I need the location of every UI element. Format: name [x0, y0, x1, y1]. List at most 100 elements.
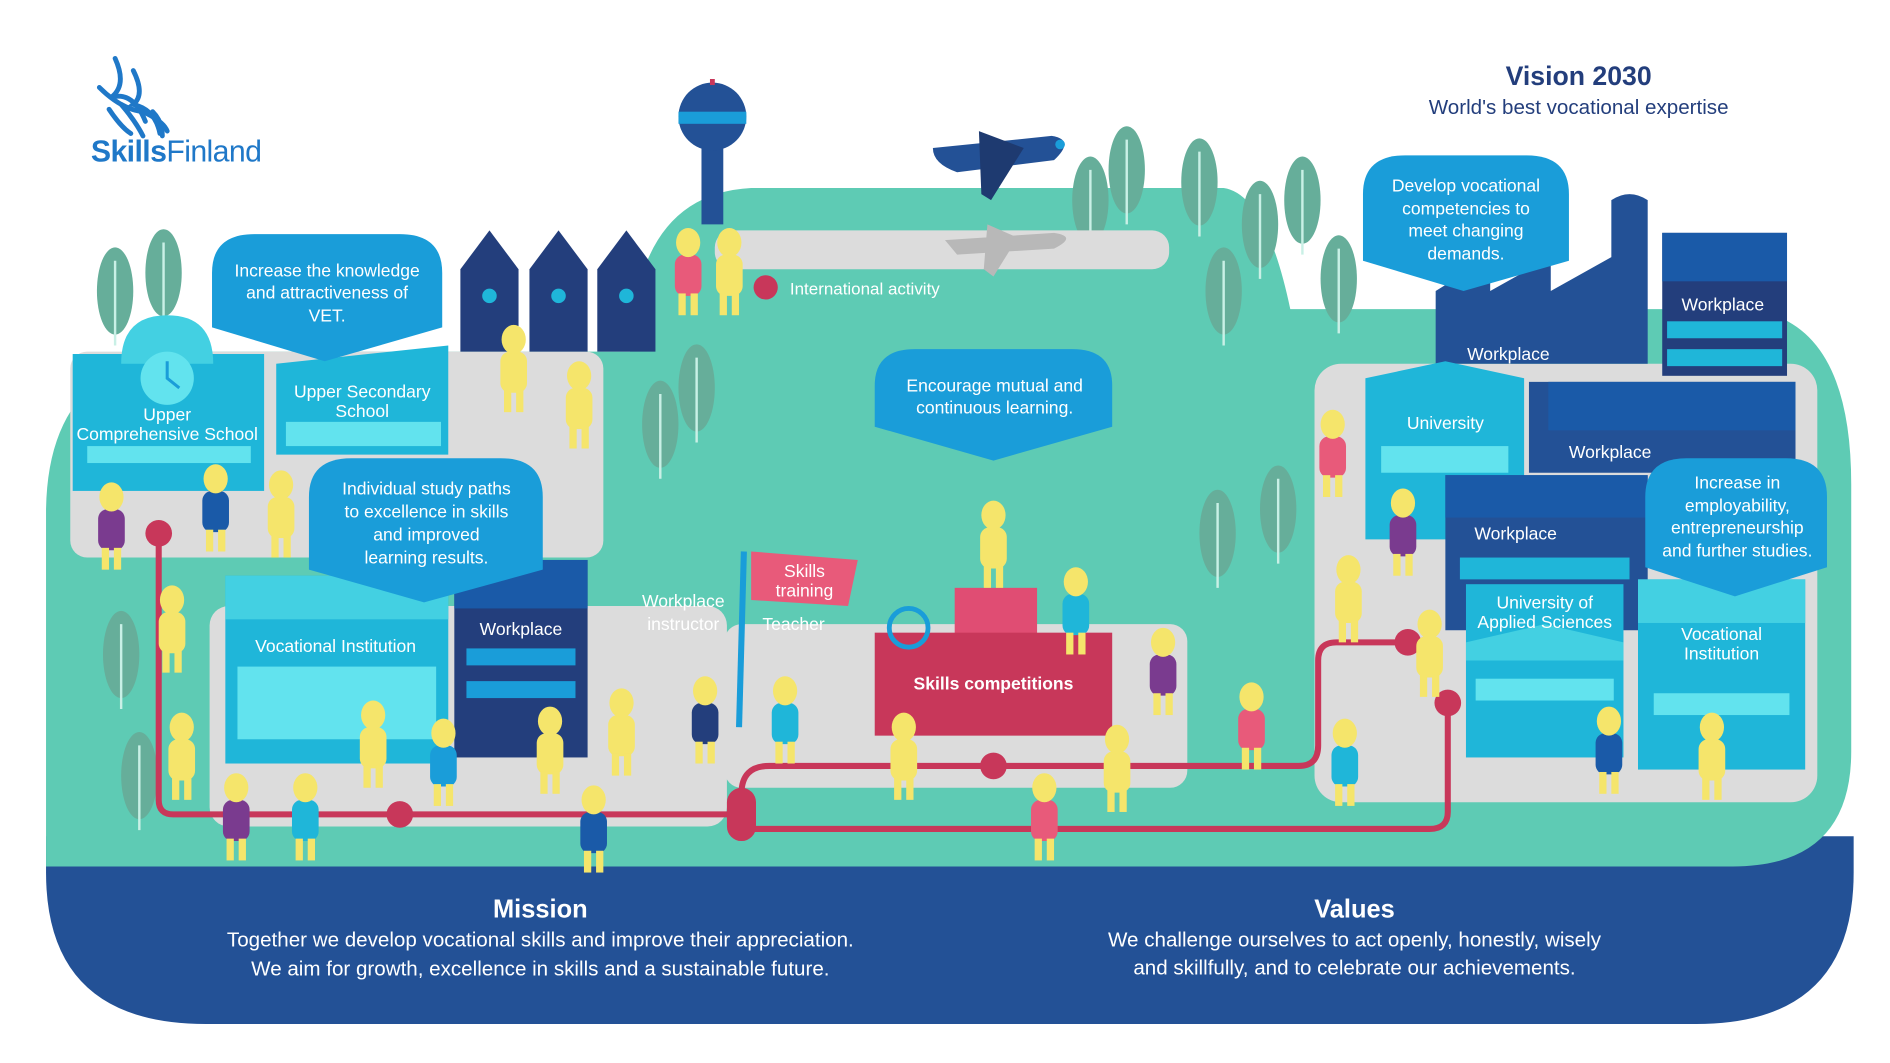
- logo-text-skills: Skills: [91, 135, 166, 168]
- person-figure: [1062, 567, 1090, 655]
- workplace-mid: Workplace: [1528, 381, 1796, 473]
- people: [98, 228, 1726, 873]
- bubble-competencies-line: competencies to: [1402, 199, 1530, 219]
- person-figure: [158, 585, 186, 673]
- tree-icon: [96, 247, 134, 346]
- tree-icon: [102, 610, 140, 709]
- person-figure: [1319, 409, 1347, 497]
- tree-icon: [1241, 180, 1279, 279]
- bubble-vet: Increase the knowledge and attractivenes…: [212, 234, 443, 362]
- upper-comprehensive-school: Upper Comprehensive School: [72, 315, 265, 491]
- person-figure: [267, 470, 295, 558]
- label-secondary-1: Upper Secondary: [294, 382, 431, 402]
- label-workplace-instructor-1: Workplace: [642, 591, 725, 611]
- label-workplace-low: Workplace: [1474, 523, 1557, 543]
- logo-text-finland: Finland: [166, 135, 261, 168]
- bubble-employability-line: entrepreneurship: [1671, 517, 1804, 537]
- vocational-institution-left: Vocational Institution: [225, 575, 449, 764]
- person-figure: [1595, 706, 1623, 794]
- bubble-vet-line: and attractiveness of: [246, 282, 408, 302]
- person-figure: [1238, 682, 1265, 770]
- tree-icon: [1205, 247, 1242, 346]
- person-figure: [1416, 609, 1443, 697]
- label-uas-1: University of: [1496, 592, 1593, 612]
- bubble-employability: Increase in employability, entrepreneurs…: [1645, 458, 1827, 597]
- tree-icon: [1260, 465, 1297, 564]
- skillsfinland-logo: SkillsFinland: [91, 55, 262, 168]
- person-figure: [1335, 555, 1362, 643]
- person-figure: [168, 712, 196, 800]
- person-figure: [691, 676, 719, 764]
- tree-icon: [145, 229, 182, 328]
- person-figure: [430, 718, 457, 806]
- person-figure: [580, 785, 607, 873]
- label-workplace-mid: Workplace: [1569, 442, 1652, 462]
- tree-icon: [678, 344, 715, 443]
- values-title: Values: [1314, 895, 1395, 923]
- person-figure: [1103, 724, 1131, 812]
- bubble-vet-line: Increase the knowledge: [234, 260, 419, 280]
- person-figure: [565, 361, 593, 449]
- learning-path: [155, 533, 1451, 832]
- label-university: University: [1407, 413, 1484, 433]
- person-figure: [202, 464, 229, 552]
- bubble-study-paths-line: to excellence in skills: [345, 502, 509, 522]
- bubble-learning-line: Encourage mutual and: [906, 376, 1083, 396]
- houses: [460, 230, 656, 352]
- path-nodes: [145, 519, 1462, 842]
- airplane-shadow-icon: [945, 224, 1067, 277]
- mission-line: Together we develop vocational skills an…: [227, 928, 854, 951]
- bubble-competencies: Develop vocational competencies to meet …: [1362, 155, 1569, 292]
- bubble-study-paths-line: and improved: [373, 525, 479, 545]
- label-workplace-instructor-2: instructor: [647, 614, 719, 634]
- person-figure: [716, 228, 743, 316]
- airplane-icon: [932, 131, 1065, 201]
- bubble-employability-line: and further studies.: [1662, 540, 1812, 560]
- values-line: We challenge ourselves to act openly, ho…: [1108, 928, 1602, 951]
- bubble-competencies-line: meet changing: [1408, 220, 1523, 240]
- bubble-study-paths: Individual study paths to excellence in …: [308, 458, 543, 603]
- bubble-employability-line: Increase in: [1694, 472, 1780, 492]
- workplace-left: Workplace: [454, 559, 588, 758]
- bubble-competencies-line: demands.: [1427, 244, 1504, 264]
- tree-icon: [1199, 489, 1236, 588]
- tree-icon: [121, 732, 158, 831]
- person-figure: [359, 700, 387, 788]
- vocational-institution-right: Vocational Institution: [1638, 579, 1806, 770]
- tree-icon: [1284, 156, 1321, 255]
- label-uas-2: Applied Sciences: [1477, 612, 1612, 632]
- tree-icon: [1108, 126, 1145, 225]
- values-line: and skillfully, and to celebrate our ach…: [1133, 956, 1575, 979]
- label-skills-training-1: Skills: [784, 561, 825, 581]
- logo-swoosh-icon: [96, 55, 170, 139]
- label-skills-training-2: training: [776, 580, 834, 600]
- mission-line: We aim for growth, excellence in skills …: [251, 958, 829, 981]
- tree-icon: [1181, 138, 1218, 237]
- person-figure: [608, 688, 635, 776]
- bubble-study-paths-line: Individual study paths: [342, 479, 511, 499]
- person-figure: [1149, 627, 1177, 716]
- vision-subtitle: World's best vocational expertise: [1429, 96, 1729, 119]
- upper-secondary-school: Upper Secondary School: [276, 345, 449, 455]
- person-figure: [291, 773, 319, 861]
- person-figure: [98, 482, 125, 570]
- trees: [96, 126, 1357, 831]
- international-dot: [753, 275, 778, 300]
- person-figure: [1698, 712, 1726, 800]
- label-comprehensive-2: Comprehensive School: [76, 424, 257, 444]
- tree-icon: [1320, 235, 1357, 334]
- label-vocational-left: Vocational Institution: [255, 636, 416, 656]
- label-international-activity: International activity: [790, 280, 940, 299]
- label-comprehensive-1: Upper: [143, 405, 191, 425]
- skills-training-flag: Skills training: [736, 551, 858, 728]
- person-figure: [1389, 488, 1417, 576]
- label-workplace-factory: Workplace: [1467, 344, 1550, 364]
- workplace-factory: Workplace: [1435, 194, 1648, 364]
- label-secondary-2: School: [335, 401, 389, 421]
- person-figure: [222, 773, 250, 861]
- label-vocational-right-2: Institution: [1684, 643, 1759, 663]
- person-figure: [980, 500, 1007, 588]
- label-teacher: Teacher: [762, 614, 825, 634]
- bubble-study-paths-line: learning results.: [365, 548, 489, 568]
